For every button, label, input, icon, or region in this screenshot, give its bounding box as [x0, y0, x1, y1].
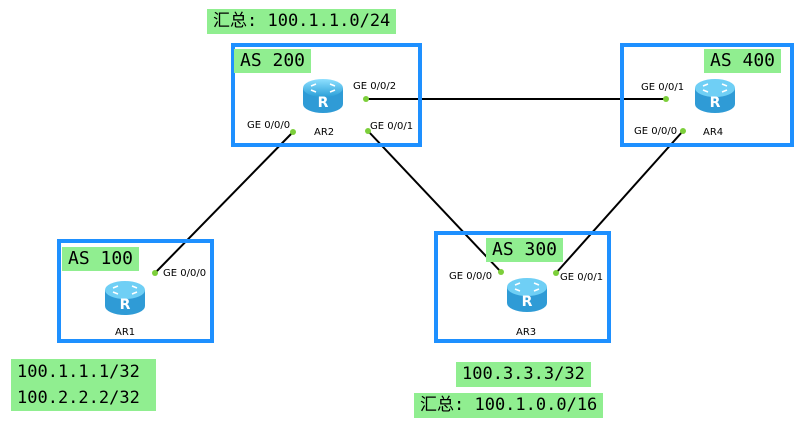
port-label: GE 0/0/1: [641, 82, 685, 93]
svg-text:R: R: [318, 95, 329, 111]
as100-label: AS 100: [62, 247, 140, 271]
link-ar4-ar3: [555, 130, 684, 274]
link-ar2-ar1: [154, 131, 294, 274]
link-ar2-ar3: [367, 130, 502, 273]
as200-box: [231, 43, 422, 147]
port-dot: [553, 270, 559, 276]
as300-box: [434, 231, 611, 343]
port-dot: [680, 128, 686, 134]
port-label: GE 0/0/0: [634, 126, 678, 137]
port-dot: [290, 129, 296, 135]
port-label: GE 0/0/0: [247, 120, 291, 131]
as400-label: AS 400: [704, 49, 782, 73]
as100-box: [57, 239, 214, 343]
port-label: GE 0/0/2: [353, 81, 397, 92]
svg-text:R: R: [120, 297, 131, 313]
ar1-prefix-note: 100.1.1.1/32 100.2.2.2/32: [11, 359, 156, 411]
router-icon[interactable]: R: [102, 278, 148, 318]
port-dot: [152, 270, 158, 276]
router-name-ar1: AR1: [115, 327, 136, 338]
ar3-prefix-note: 100.3.3.3/32: [456, 362, 591, 387]
router-icon[interactable]: R: [300, 76, 346, 116]
port-label: GE 0/0/1: [560, 272, 604, 283]
as400-box: [620, 43, 794, 147]
port-dot: [498, 269, 504, 275]
router-name-ar2: AR2: [314, 127, 335, 138]
as300-label: AS 300: [486, 238, 564, 262]
port-label: GE 0/0/0: [449, 271, 493, 282]
ar1-prefix-2: 100.2.2.2/32: [17, 388, 140, 408]
port-label: GE 0/0/1: [370, 121, 414, 132]
svg-text:R: R: [710, 95, 721, 111]
port-dot: [363, 96, 369, 102]
ar3-summary-note: 汇总: 100.1.0.0/16: [414, 393, 604, 418]
router-icon[interactable]: R: [692, 76, 738, 116]
ar2-summary-note: 汇总: 100.1.1.0/24: [207, 9, 397, 34]
port-dot: [365, 128, 371, 134]
port-label: GE 0/0/0: [163, 268, 207, 279]
router-name-ar4: AR4: [703, 127, 724, 138]
ar1-prefix-1: 100.1.1.1/32: [17, 362, 140, 382]
port-dot: [663, 96, 669, 102]
svg-text:R: R: [522, 294, 533, 310]
router-name-ar3: AR3: [516, 327, 537, 338]
router-icon[interactable]: R: [504, 275, 550, 315]
as200-label: AS 200: [234, 49, 312, 73]
